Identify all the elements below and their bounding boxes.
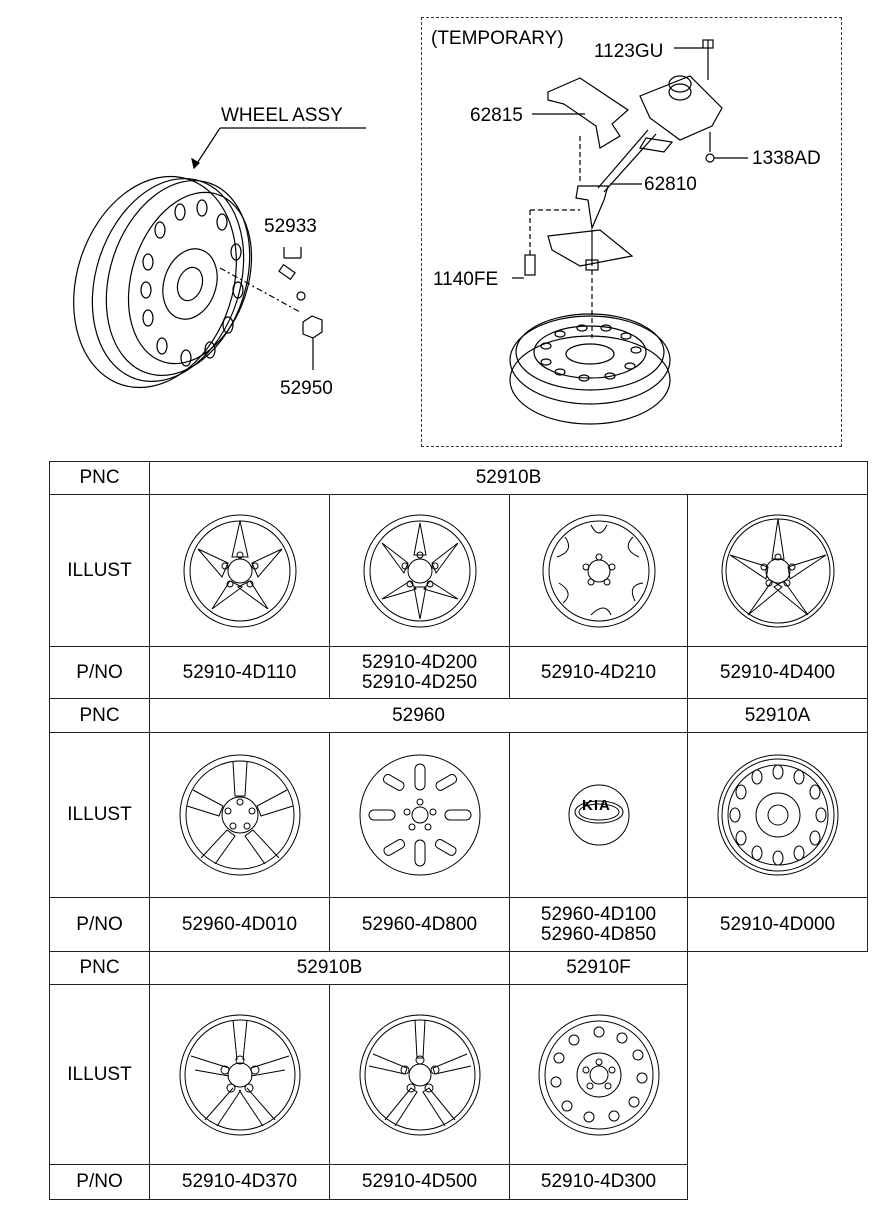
part-number-cell: 52910-4D400	[687, 646, 868, 699]
illust-row: ILLUST	[49, 732, 868, 898]
part-number: 52960-4D010	[181, 913, 298, 935]
part-number: 52910-4D000	[719, 913, 836, 935]
callout-52950: 52950	[280, 378, 333, 399]
wheel-illustration	[687, 732, 868, 898]
kia-emblem-illustration	[509, 732, 688, 898]
part-number: 52910-4D250	[361, 671, 478, 693]
pno-label: P/NO	[49, 1164, 150, 1200]
part-number-cell: 52910-4D110	[149, 646, 330, 699]
pno-label: P/NO	[49, 897, 150, 952]
pnc-label: PNC	[49, 951, 150, 985]
wheel-illustration	[329, 494, 510, 647]
pno-row: P/NO 52910-4D370 52910-4D500 52910-4D300	[49, 1164, 868, 1200]
wheel-illustration	[509, 494, 688, 647]
pnc-row: PNC 52910B	[49, 461, 868, 495]
part-number-cell: 52960-4D800	[329, 897, 510, 952]
wheel-illustration	[329, 732, 510, 898]
part-number-cell: 52960-4D010	[149, 897, 330, 952]
pnc-value: 52910F	[509, 951, 688, 985]
temporary-label: (TEMPORARY)	[431, 28, 564, 49]
callout-1123GU: 1123GU	[594, 41, 664, 62]
part-number: 52910-4D200	[361, 651, 478, 673]
callout-1140FE: 1140FE	[433, 269, 499, 290]
callout-62815: 62815	[470, 105, 523, 126]
part-number: 52910-4D500	[361, 1171, 478, 1193]
pno-row: P/NO 52960-4D010 52960-4D800 52960-4D100…	[49, 897, 868, 952]
pnc-label: PNC	[49, 461, 150, 495]
part-number-cell: 52910-4D000	[687, 897, 868, 952]
part-number-cell: 52910-4D500	[329, 1164, 510, 1200]
temporary-spare-box	[421, 17, 842, 447]
pno-label: P/NO	[49, 646, 150, 699]
part-number: 52960-4D800	[361, 913, 478, 935]
callout-1338AD: 1338AD	[752, 148, 821, 169]
part-number-cell: 52910-4D370	[149, 1164, 330, 1200]
wheel-assy-label: WHEEL ASSY	[221, 105, 343, 126]
wheel-illustration	[149, 984, 330, 1165]
wheel-illustration	[149, 732, 330, 898]
part-number: 52910-4D110	[182, 661, 297, 683]
illust-label: ILLUST	[49, 732, 150, 898]
callout-62810: 62810	[644, 174, 697, 195]
part-number: 52910-4D370	[181, 1171, 298, 1193]
pnc-value: 52910B	[149, 951, 510, 985]
part-number-cell: 52910-4D300	[509, 1164, 688, 1200]
pnc-value: 52910A	[687, 698, 868, 733]
pnc-value: 52910B	[149, 461, 868, 495]
part-number-cell: 52910-4D210	[509, 646, 688, 699]
illust-label: ILLUST	[49, 494, 150, 647]
part-number: 52910-4D400	[719, 661, 836, 683]
pnc-row: PNC 52960 52910A	[49, 698, 868, 733]
wheel-assembly-diagram	[73, 39, 748, 425]
temporary-wheel-drawing	[509, 313, 671, 425]
illust-label: ILLUST	[49, 984, 150, 1165]
pnc-row: PNC 52910B 52910F	[49, 951, 868, 985]
kia-emblem-text: KIA	[582, 797, 611, 814]
pnc-value: 52960	[149, 698, 688, 733]
wheel-illustration	[687, 494, 868, 647]
parts-table: PNC 52910B ILLUST	[49, 461, 868, 1200]
part-number: 52910-4D300	[540, 1171, 657, 1193]
callout-52933: 52933	[264, 216, 317, 237]
pnc-label: PNC	[49, 698, 150, 733]
part-number: 52960-4D100	[540, 903, 657, 925]
wheel-illustration	[509, 984, 688, 1165]
wheel-illustration	[329, 984, 510, 1165]
part-number: 52910-4D210	[540, 661, 657, 683]
illust-row: ILLUST	[49, 494, 868, 647]
wheel-illustration	[149, 494, 330, 647]
part-number: 52960-4D850	[540, 923, 657, 945]
illust-row: ILLUST	[49, 984, 868, 1165]
wheel-assy-drawing	[73, 175, 253, 389]
